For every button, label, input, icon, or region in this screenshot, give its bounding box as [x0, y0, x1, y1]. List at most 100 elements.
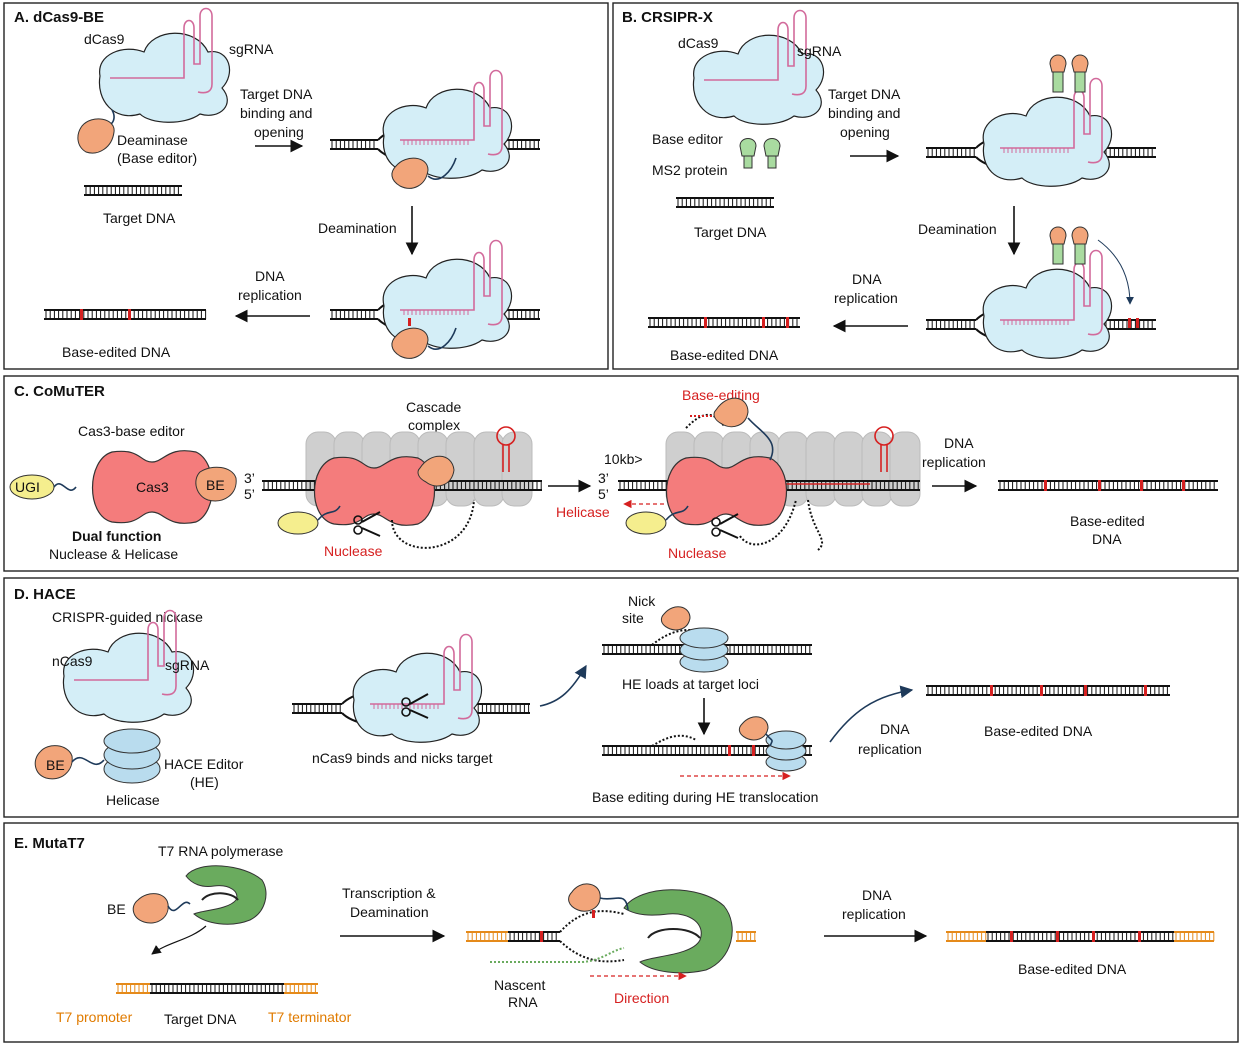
ncas9-bound-complex [292, 633, 530, 743]
t7-promoter-label: T7 promoter [56, 1009, 133, 1025]
binds-label: nCas9 binds and nicks target [312, 750, 493, 766]
be-label: BE [107, 901, 126, 917]
sgrna-label: sgRNA [797, 43, 842, 59]
bound-complex-1 [330, 69, 540, 189]
step3-label-line1: DNA [852, 271, 882, 287]
result-label-line1: Base-edited [1070, 513, 1145, 529]
bound-complex-2 [330, 239, 540, 359]
step1-label-line2: binding and [240, 105, 312, 121]
step3-label-line2: replication [238, 287, 302, 303]
t7-polymerase-shape [185, 865, 267, 925]
linker [71, 756, 105, 766]
be-shape [34, 745, 73, 780]
he-label-line1: HACE Editor [164, 756, 244, 772]
ms2-protein-pair [739, 138, 781, 169]
end-5-label-2: 5’ [598, 486, 609, 502]
be-label: BE [46, 757, 65, 773]
bound-complex-2 [926, 226, 1156, 359]
panel-a: A. dCas9-BE dCas9 sgRNA Deaminase (Base … [14, 7, 540, 360]
dual-function-label: Dual function [72, 528, 161, 544]
target-dna-label: Target DNA [103, 210, 176, 226]
ugi-label: UGI [15, 479, 40, 495]
base-editor-label: Base editor [652, 131, 723, 147]
nick-label-line2: site [622, 610, 644, 626]
result-label: Base-edited DNA [670, 347, 779, 363]
loads-label: HE loads at target loci [622, 676, 759, 692]
panel-c-title: C. CoMuTER [14, 383, 105, 400]
he-loading-complex [602, 606, 812, 673]
target-dna-ladder [84, 185, 182, 196]
edited-dna-ladder [998, 480, 1218, 491]
panel-c: C. CoMuTER Cas3-base editor UGI Cas3 BE … [9, 383, 1218, 562]
he-translocation-complex [602, 716, 812, 772]
result-label: Base-edited DNA [984, 723, 1093, 739]
base-editing-label: Base-editing [682, 387, 760, 403]
sgrna-label: sgRNA [165, 657, 210, 673]
edited-dna-with-t7-flanks [946, 931, 1215, 942]
deaminase-shape [77, 118, 115, 154]
be-shape [195, 466, 237, 502]
binding-arrow [151, 925, 207, 955]
sgrna-strand [110, 7, 213, 94]
step2-label-line1: DNA [862, 887, 892, 903]
sgrna-label: sgRNA [229, 41, 274, 57]
step1-label-line3: opening [254, 124, 304, 140]
t7-terminator-label: T7 terminator [268, 1009, 352, 1025]
be-label: BE [206, 477, 225, 493]
ncas9-label: nCas9 [52, 653, 93, 669]
step1-label-line3: opening [840, 124, 890, 140]
step1-label-line1: Target DNA [240, 86, 313, 102]
target-dna-with-t7-flanks [116, 983, 318, 994]
he-label-line2: (HE) [190, 774, 219, 790]
step2-label: Deamination [918, 221, 997, 237]
panel-d: D. HACE CRISPR-guided nickase nCas9 sgRN… [14, 586, 1170, 808]
panel-b: B. CRSIPR-X dCas9 sgRNA Base editor MS2 … [622, 9, 1156, 363]
step3-label-line1: DNA [880, 721, 910, 737]
base-editor-label: (Base editor) [117, 150, 197, 166]
nuclease-label-2: Nuclease [668, 545, 727, 561]
helicase-label: Helicase [106, 792, 160, 808]
end-3-label: 3’ [244, 470, 255, 486]
step2-label-line2: replication [842, 906, 906, 922]
be-shape [132, 893, 169, 924]
step1-label-line2: binding and [828, 105, 900, 121]
direction-label: Direction [614, 990, 669, 1006]
cascade-complex-left [262, 426, 542, 549]
step3-label-line1: DNA [255, 268, 285, 284]
ms2-label: MS2 protein [652, 162, 727, 178]
linker-left [53, 483, 77, 491]
step1-label-line1: Transcription & [342, 885, 436, 901]
edited-dna-ladder [926, 685, 1170, 696]
step3-label-line2: replication [858, 741, 922, 757]
bound-complex-1 [926, 54, 1156, 187]
helicase-label: Helicase [556, 504, 610, 520]
nick-label-line1: Nick [628, 593, 656, 609]
step2-label-line1: DNA [944, 435, 974, 451]
dcas9-label: dCas9 [678, 35, 719, 51]
nascent-label-line1: Nascent [494, 977, 545, 993]
editor-label: Cas3-base editor [78, 423, 185, 439]
step2-label: Deamination [318, 220, 397, 236]
panel-e: E. MutaT7 T7 RNA polymerase BE T7 promot… [14, 835, 1215, 1027]
deaminase-label: Deaminase [117, 132, 188, 148]
linker [167, 901, 191, 912]
nuclease-label: Nuclease [324, 543, 383, 559]
step1-label-line2: Deamination [350, 904, 429, 920]
panel-a-title: A. dCas9-BE [14, 9, 104, 26]
sgrna-strand [704, 9, 807, 96]
deamination-curve-arrow [1097, 239, 1134, 305]
panel-d-title: D. HACE [14, 586, 76, 603]
dcas9-label: dCas9 [84, 31, 125, 47]
polymerase-cleft [201, 892, 239, 901]
cascade-label-line2: complex [408, 417, 460, 433]
step3-arrow [829, 685, 914, 743]
nascent-label-line2: RNA [508, 994, 538, 1010]
sgrna-strand [74, 609, 177, 696]
cas3-label: Cas3 [136, 479, 169, 495]
result-label-line2: DNA [1092, 531, 1122, 547]
nickase-label: CRISPR-guided nickase [52, 609, 203, 625]
panel-d-frame [3, 577, 1239, 818]
target-dna-label: Target DNA [694, 224, 767, 240]
